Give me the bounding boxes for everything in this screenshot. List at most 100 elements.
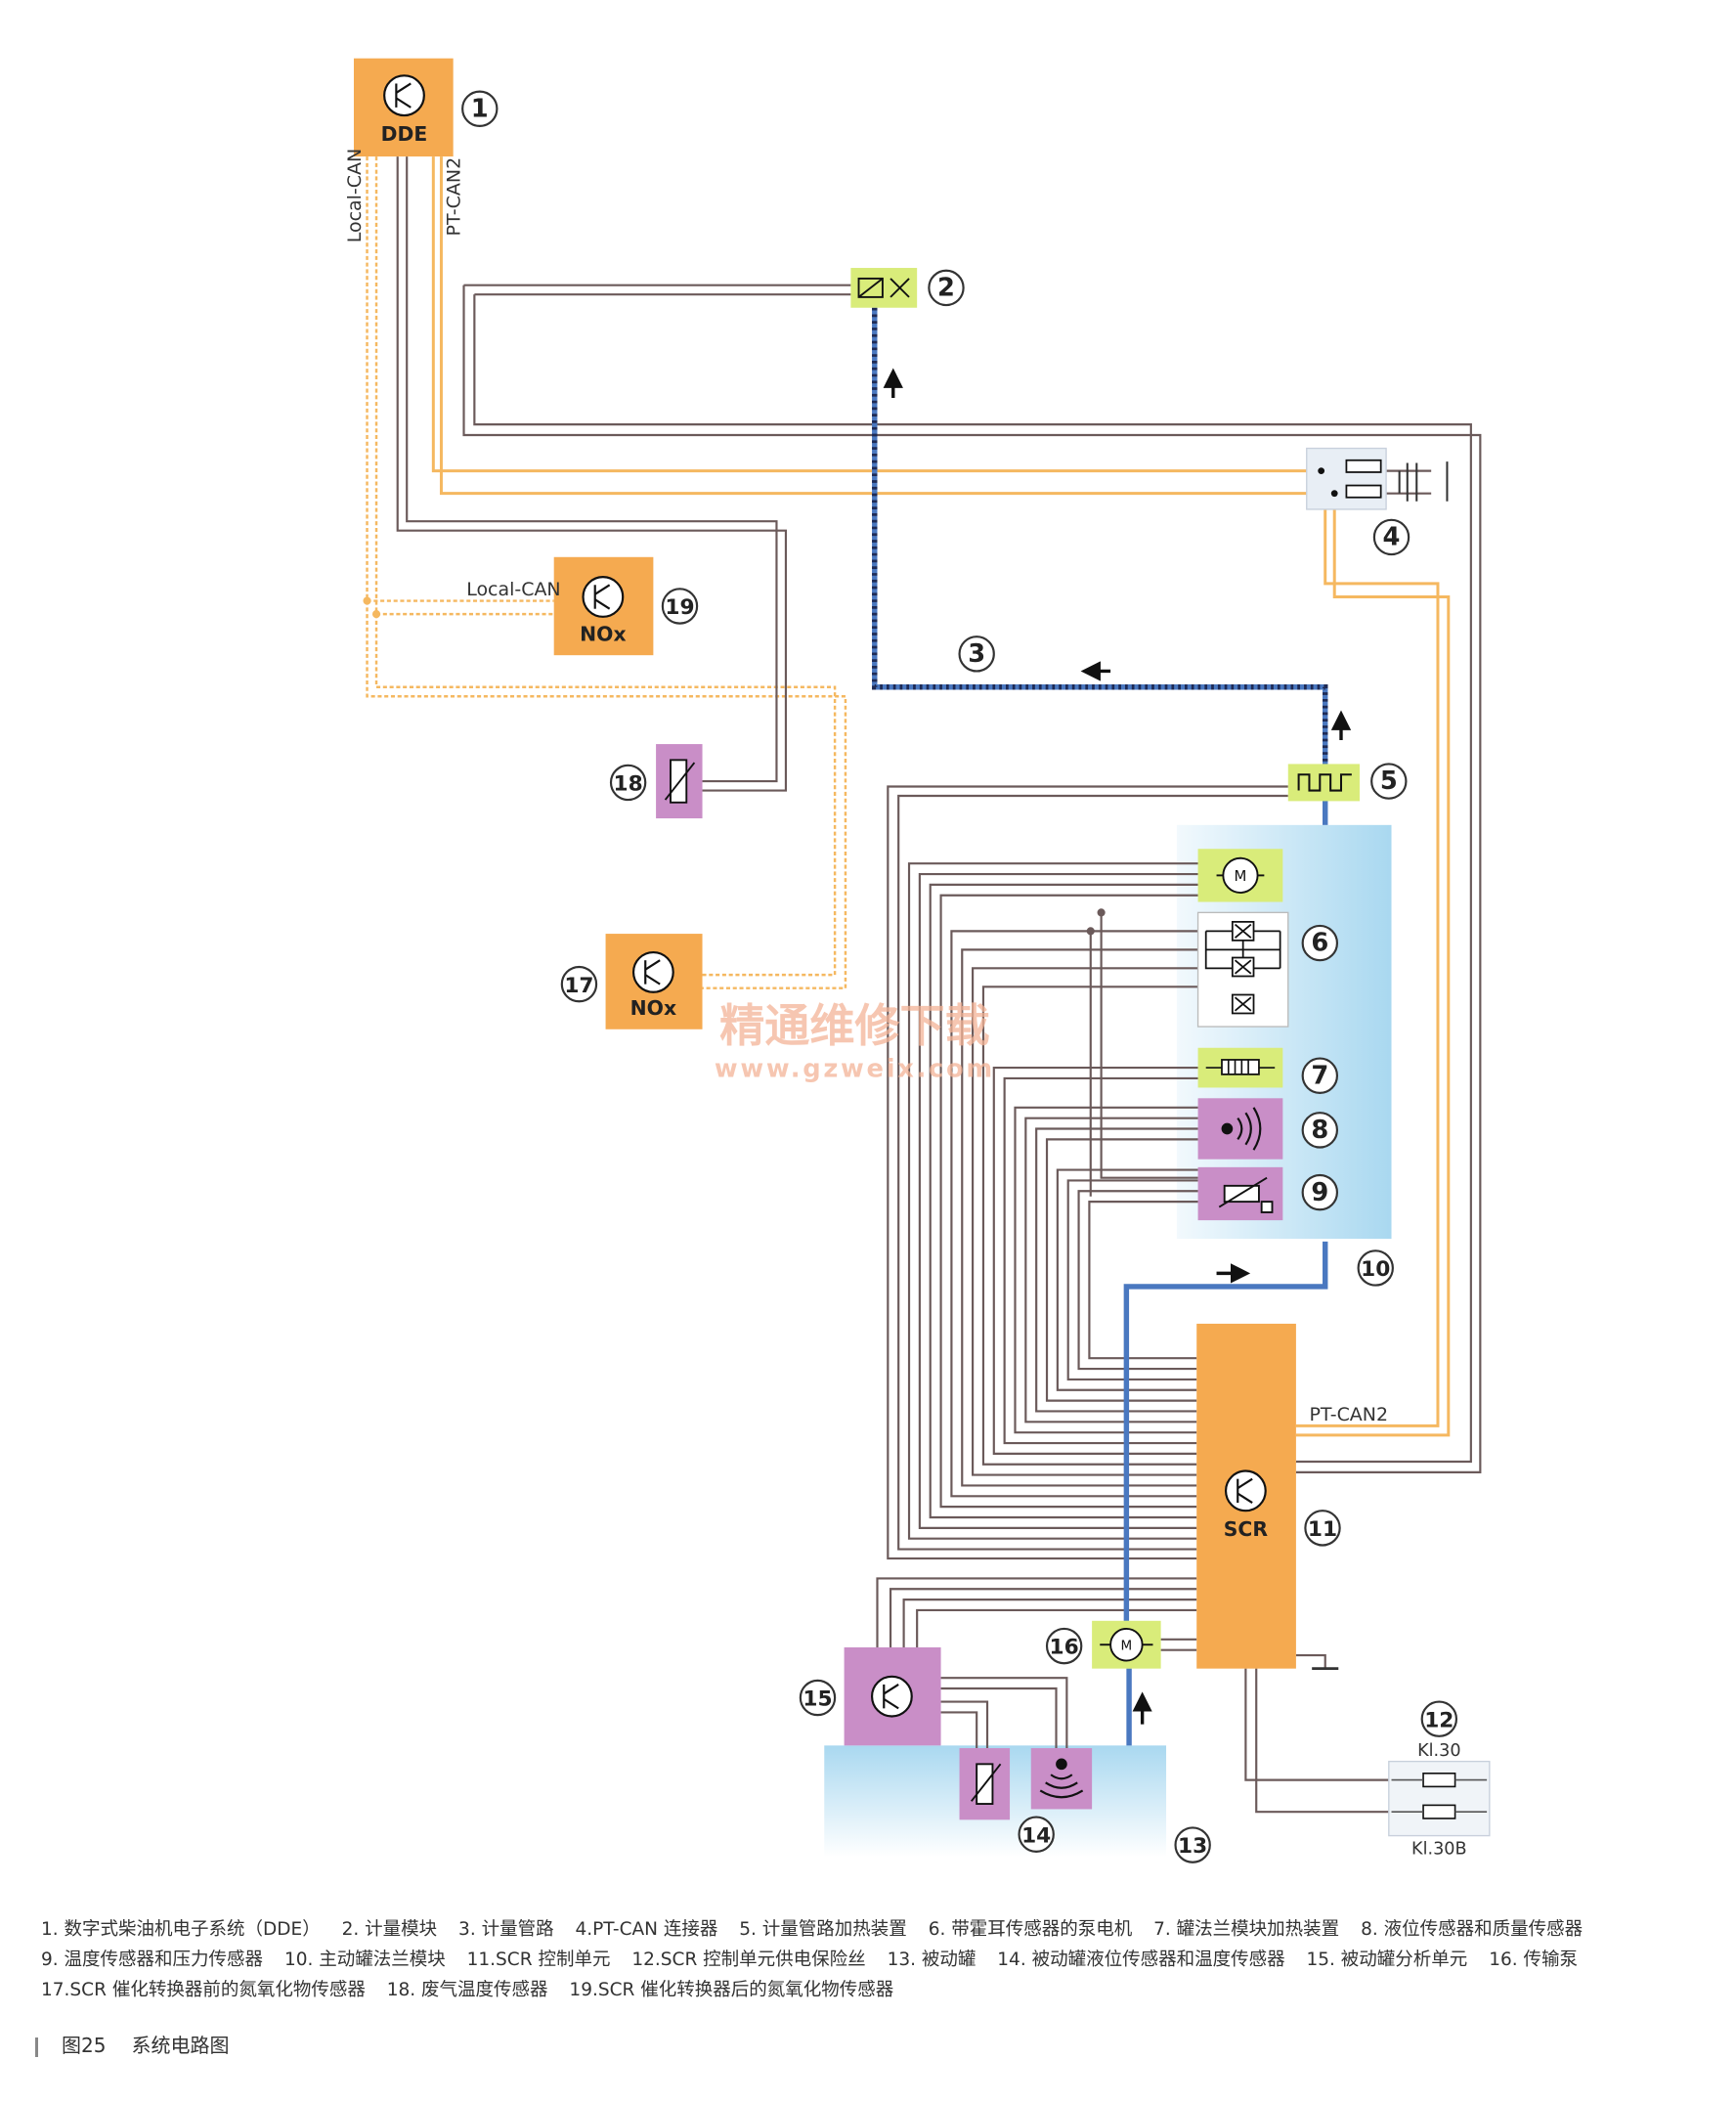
legend-item: 18. 废气温度传感器 bbox=[386, 1980, 548, 2000]
temperature-pressure-sensor bbox=[1197, 1166, 1283, 1221]
thermistor-icon bbox=[971, 1763, 1002, 1805]
callout-10: 10 bbox=[1361, 1257, 1390, 1282]
can-junction bbox=[363, 596, 371, 605]
legend-item: 6. 带霍耳传感器的泵电机 bbox=[928, 1919, 1133, 1940]
callout-2: 2 bbox=[937, 274, 955, 303]
transistor-icon bbox=[582, 576, 625, 618]
ptcan2-vertical-label: PT-CAN2 bbox=[443, 157, 464, 237]
tank-flange-heater bbox=[1197, 1047, 1283, 1088]
local-can-vertical-label: Local-CAN bbox=[344, 149, 366, 242]
legend-item: 10. 主动罐法兰模块 bbox=[283, 1950, 446, 1970]
watermark-url: www.gzweix.com bbox=[715, 1055, 995, 1084]
can-junction bbox=[371, 610, 381, 619]
nox-sensor-after-catalyst: NOx bbox=[553, 556, 654, 656]
callout-14: 14 bbox=[1021, 1823, 1051, 1848]
figure-caption: 图25 系统电路图 bbox=[35, 2030, 229, 2058]
svg-text:M: M bbox=[1235, 867, 1247, 885]
motor-icon: M bbox=[1216, 856, 1265, 894]
pump-motor-hall-sensor: M bbox=[1196, 849, 1289, 1028]
legend-item: 2. 计量模块 bbox=[341, 1919, 438, 1940]
metering-line-heater bbox=[1287, 764, 1360, 802]
svg-text:M: M bbox=[1121, 1639, 1133, 1654]
callout-17: 17 bbox=[564, 974, 593, 998]
transistor-icon bbox=[1224, 1469, 1267, 1512]
motor-icon: M bbox=[1100, 1628, 1153, 1662]
system-circuit-diagram: DDE M bbox=[344, 58, 1491, 1863]
callout-15: 15 bbox=[803, 1687, 832, 1712]
callout-13: 13 bbox=[1178, 1834, 1207, 1859]
nox-sensor-before-catalyst: NOx bbox=[605, 934, 703, 1030]
ultrasonic-icon bbox=[1221, 1107, 1262, 1151]
legend-item: 8. 液位传感器和质量传感器 bbox=[1361, 1919, 1584, 1940]
resistor-icon bbox=[1345, 459, 1382, 499]
wire-junction bbox=[1086, 927, 1095, 936]
scr-label: SCR bbox=[1224, 1517, 1269, 1541]
callout-3: 3 bbox=[968, 639, 985, 669]
valve-icons bbox=[1204, 920, 1281, 1015]
ptcan-wires bbox=[431, 156, 1451, 1437]
metering-line bbox=[872, 307, 1328, 1746]
callout-5: 5 bbox=[1380, 767, 1398, 796]
legend-item: 7. 罐法兰模块加热装置 bbox=[1153, 1919, 1340, 1940]
legend-item: 13. 被动罐 bbox=[887, 1950, 976, 1970]
thermistor-icon bbox=[1218, 1176, 1274, 1213]
callout-7: 7 bbox=[1311, 1061, 1328, 1090]
heater-icon bbox=[1297, 773, 1352, 792]
legend-item: 3. 计量管路 bbox=[458, 1919, 554, 1940]
legend-item: 5. 计量管路加热装置 bbox=[739, 1919, 907, 1940]
wire-junction bbox=[1097, 908, 1106, 917]
passive-tank-analysis-unit bbox=[844, 1646, 941, 1746]
callout-4: 4 bbox=[1383, 523, 1401, 552]
legend-item: 16. 传输泵 bbox=[1489, 1950, 1578, 1970]
heating-element-icon bbox=[1221, 1059, 1260, 1075]
legend-item: 14. 被动罐液位传感器和温度传感器 bbox=[997, 1950, 1285, 1970]
legend-item: 15. 被动罐分析单元 bbox=[1306, 1950, 1468, 1970]
callout-19: 19 bbox=[665, 595, 694, 620]
nox-before-label: NOx bbox=[630, 996, 676, 1020]
callout-8: 8 bbox=[1311, 1116, 1328, 1145]
valve-icon bbox=[857, 277, 910, 298]
caption-bar bbox=[35, 2037, 38, 2057]
ptcan-connector bbox=[1306, 447, 1449, 510]
thermistor-icon bbox=[664, 759, 696, 804]
fuse-icon bbox=[1422, 1804, 1456, 1819]
transfer-pump: M bbox=[1092, 1620, 1161, 1669]
figure-title: 系统电路图 bbox=[131, 2034, 230, 2057]
callout-1: 1 bbox=[471, 94, 489, 123]
dde-control-unit: DDE bbox=[353, 58, 454, 157]
component-legend: 1. 数字式柴油机电子系统（DDE） 2. 计量模块 3. 计量管路 4.PT-… bbox=[41, 1914, 1703, 2005]
figure-number: 图25 bbox=[62, 2034, 107, 2057]
legend-item: 9. 温度传感器和压力传感器 bbox=[41, 1950, 264, 1970]
callout-16: 16 bbox=[1050, 1636, 1079, 1660]
callout-18: 18 bbox=[614, 772, 643, 797]
legend-item: 12.SCR 控制单元供电保险丝 bbox=[631, 1950, 866, 1970]
local-can-wires bbox=[366, 156, 847, 989]
scr-fuse-box: Kl.30 Kl.30B bbox=[1388, 1741, 1491, 1860]
callout-12: 12 bbox=[1424, 1708, 1454, 1732]
exhaust-temperature-sensor bbox=[656, 744, 703, 819]
kl30b-label: Kl.30B bbox=[1411, 1840, 1467, 1860]
ultrasonic-icon bbox=[1039, 1758, 1084, 1799]
flow-arrows bbox=[883, 368, 1352, 1725]
metering-module bbox=[850, 268, 918, 308]
watermark-text: 精通维修下载 bbox=[719, 999, 990, 1052]
ptcan2-scr-label: PT-CAN2 bbox=[1309, 1404, 1388, 1425]
local-can-nox-label: Local-CAN bbox=[466, 579, 560, 600]
nox-after-label: NOx bbox=[580, 622, 626, 645]
callout-9: 9 bbox=[1311, 1178, 1328, 1207]
dde-label: DDE bbox=[381, 122, 428, 146]
transistor-icon bbox=[870, 1675, 913, 1718]
legend-item: 17.SCR 催化转换器前的氮氧化物传感器 bbox=[41, 1980, 366, 2000]
callout-11: 11 bbox=[1308, 1517, 1337, 1542]
kl30-label: Kl.30 bbox=[1417, 1741, 1460, 1761]
legend-item: 19.SCR 催化转换器后的氮氧化物传感器 bbox=[569, 1980, 894, 2000]
passive-level-temp-sensor bbox=[959, 1748, 1093, 1820]
legend-item: 4.PT-CAN 连接器 bbox=[575, 1919, 718, 1940]
fuse-icon bbox=[1422, 1773, 1456, 1788]
transistor-icon bbox=[631, 950, 674, 993]
level-quality-sensor bbox=[1197, 1098, 1283, 1160]
legend-item: 11.SCR 控制单元 bbox=[466, 1950, 611, 1970]
callout-6: 6 bbox=[1311, 929, 1328, 958]
legend-item: 1. 数字式柴油机电子系统（DDE） bbox=[41, 1919, 321, 1940]
harness-wires bbox=[396, 156, 1482, 1814]
